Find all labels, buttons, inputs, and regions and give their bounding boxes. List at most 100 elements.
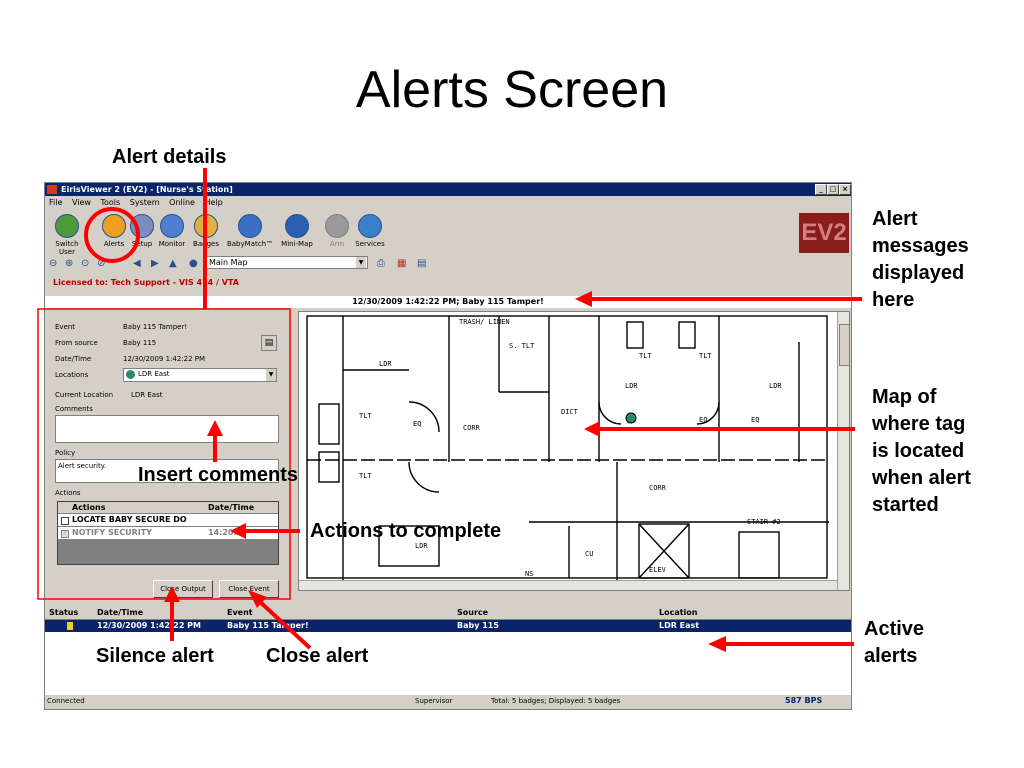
menu-help[interactable]: Help (204, 198, 223, 207)
locations-label: Locations (55, 371, 89, 379)
main-toolbar: Switch User Alerts Setup Monitor Badges … (45, 210, 851, 256)
minimize-button[interactable]: _ (815, 184, 827, 195)
menu-bar: File View Tools System Online Help (45, 197, 851, 209)
floor-plan-drawing (306, 315, 829, 580)
event-label: Event (55, 323, 76, 331)
status-column-header[interactable]: Status (49, 608, 79, 617)
source-label: From source (55, 339, 98, 347)
map-label: CORR (649, 484, 666, 492)
arm-icon (325, 214, 349, 238)
event-value: Baby 115 Tamper! (123, 323, 188, 331)
menu-online[interactable]: Online (169, 198, 195, 207)
callout-line: messages (872, 235, 969, 257)
map-label: LDR (625, 382, 638, 390)
table-row[interactable]: LOCATE BABY SECURE DO (58, 514, 278, 526)
chevron-down-icon[interactable]: ▼ (356, 257, 366, 268)
actions-label: Actions (55, 489, 81, 497)
comments-label: Comments (55, 405, 93, 413)
back-arrow-icon[interactable]: ◀ (133, 258, 141, 269)
callout-line: displayed (872, 262, 965, 284)
source-value: Baby 115 (123, 339, 157, 347)
scrollbar-thumb[interactable] (839, 324, 849, 366)
floor-plan-map[interactable]: TRASH/ LINEN S. TLT TLT TLT LDR LDR LDR … (298, 311, 850, 591)
source-column-header[interactable]: Source (457, 608, 489, 617)
monitor-button[interactable]: Monitor (157, 214, 187, 248)
chevron-down-icon[interactable]: ▼ (266, 369, 276, 381)
map-label: TLT (699, 352, 712, 360)
event-column-header[interactable]: Event (227, 608, 253, 617)
zoom-fit-icon[interactable]: ⊙ (81, 258, 90, 269)
datetime-column-header[interactable]: Date/Time (97, 608, 144, 617)
table-row[interactable]: ✓ NOTIFY SECURITY 14:20:4 (58, 527, 278, 539)
menu-view[interactable]: View (71, 198, 91, 207)
up-arrow-icon[interactable]: ▲ (169, 258, 177, 269)
alert-datetime: 12/30/2009 1:42:22 PM (97, 621, 201, 630)
alerts-label: Alerts (103, 240, 125, 248)
print-icon[interactable]: ⎙ (377, 258, 385, 269)
map-label: EQ (413, 420, 422, 428)
setup-label: Setup (131, 240, 153, 248)
alert-event: Baby 115 Tamper! (227, 621, 309, 630)
map-horizontal-scrollbar[interactable] (299, 580, 837, 590)
map-label: EQ (699, 416, 708, 424)
alerts-icon (102, 214, 126, 238)
window-title: EirisViewer 2 (EV2) - [Nurse's Station] (61, 185, 233, 194)
babymatch-icon (238, 214, 262, 238)
active-alerts-callout: Active alerts (864, 616, 924, 670)
maximize-button[interactable]: □ (827, 184, 839, 195)
close-output-button[interactable]: Close Output (153, 580, 213, 598)
app-icon (47, 185, 57, 194)
menu-system[interactable]: System (129, 198, 160, 207)
zoom-in-icon[interactable]: ⊕ (65, 258, 74, 269)
setup-button[interactable]: Setup (129, 214, 155, 248)
switch-user-button[interactable]: Switch User (47, 214, 87, 256)
comments-input[interactable] (55, 415, 279, 443)
alerts-button[interactable]: Alerts (101, 214, 127, 248)
callout-line: Map of (872, 386, 937, 408)
navigation-toolbar: ⊖ ⊕ ⊙ ⊘ ◀ ▶ ▲ ● ⎙ ▦ ▤ (45, 255, 851, 271)
services-button[interactable]: Services (353, 214, 387, 248)
action-checkbox[interactable] (61, 517, 69, 525)
window-titlebar: EirisViewer 2 (EV2) - [Nurse's Station] … (45, 183, 851, 196)
callout-line: alerts (864, 645, 918, 667)
menu-tools[interactable]: Tools (100, 198, 121, 207)
callout-line: is located (872, 440, 965, 462)
callout-line: when alert (872, 467, 971, 489)
map-label: CU (585, 550, 594, 558)
map-label: LDR (379, 360, 392, 368)
map-label: EQ (751, 416, 760, 424)
tag-location-marker (625, 412, 637, 424)
datetime-column-header: Date/Time (208, 503, 255, 512)
arm-label: Arm (329, 240, 345, 248)
action-checkbox-checked[interactable]: ✓ (61, 530, 69, 538)
close-window-button[interactable]: × (839, 184, 851, 195)
location-column-header[interactable]: Location (659, 608, 698, 617)
menu-file[interactable]: File (49, 198, 63, 207)
map-label: CORR (463, 424, 480, 432)
zoom-out-icon[interactable]: ⊖ (49, 258, 58, 269)
map-label: TLT (639, 352, 652, 360)
zoom-reset-icon[interactable]: ⊘ (97, 258, 106, 269)
map-label: NS (525, 570, 534, 578)
close-event-button[interactable]: Close Event (219, 580, 279, 598)
locations-select[interactable]: LDR East ▼ (123, 368, 277, 382)
alert-source: Baby 115 (457, 621, 499, 630)
badge-info-icon[interactable]: ▤ (261, 335, 277, 351)
map-select[interactable]: Main Map ▼ (204, 256, 368, 269)
connection-status: Connected (47, 697, 85, 705)
status-bar: Connected Supervisor Total: 5 badges; Di… (45, 695, 851, 707)
calendar-icon[interactable]: ▦ (397, 258, 407, 269)
policy-value: Alert security. (58, 462, 107, 470)
table-row[interactable]: 12/30/2009 1:42:22 PM Baby 115 Tamper! B… (45, 620, 851, 632)
map-label: LDR (415, 542, 428, 550)
alert-status-icon (67, 622, 73, 630)
forward-arrow-icon[interactable]: ▶ (151, 258, 159, 269)
document-icon[interactable]: ▤ (417, 258, 427, 269)
map-vertical-scrollbar[interactable] (837, 312, 849, 590)
badges-button[interactable]: Badges (191, 214, 221, 248)
switch-user-label: Switch User (55, 240, 79, 256)
babymatch-button[interactable]: BabyMatch™ (225, 214, 275, 248)
mini-map-button[interactable]: Mini-Map (279, 214, 315, 248)
arm-button[interactable]: Arm (325, 214, 349, 248)
locations-value: LDR East (138, 370, 170, 378)
